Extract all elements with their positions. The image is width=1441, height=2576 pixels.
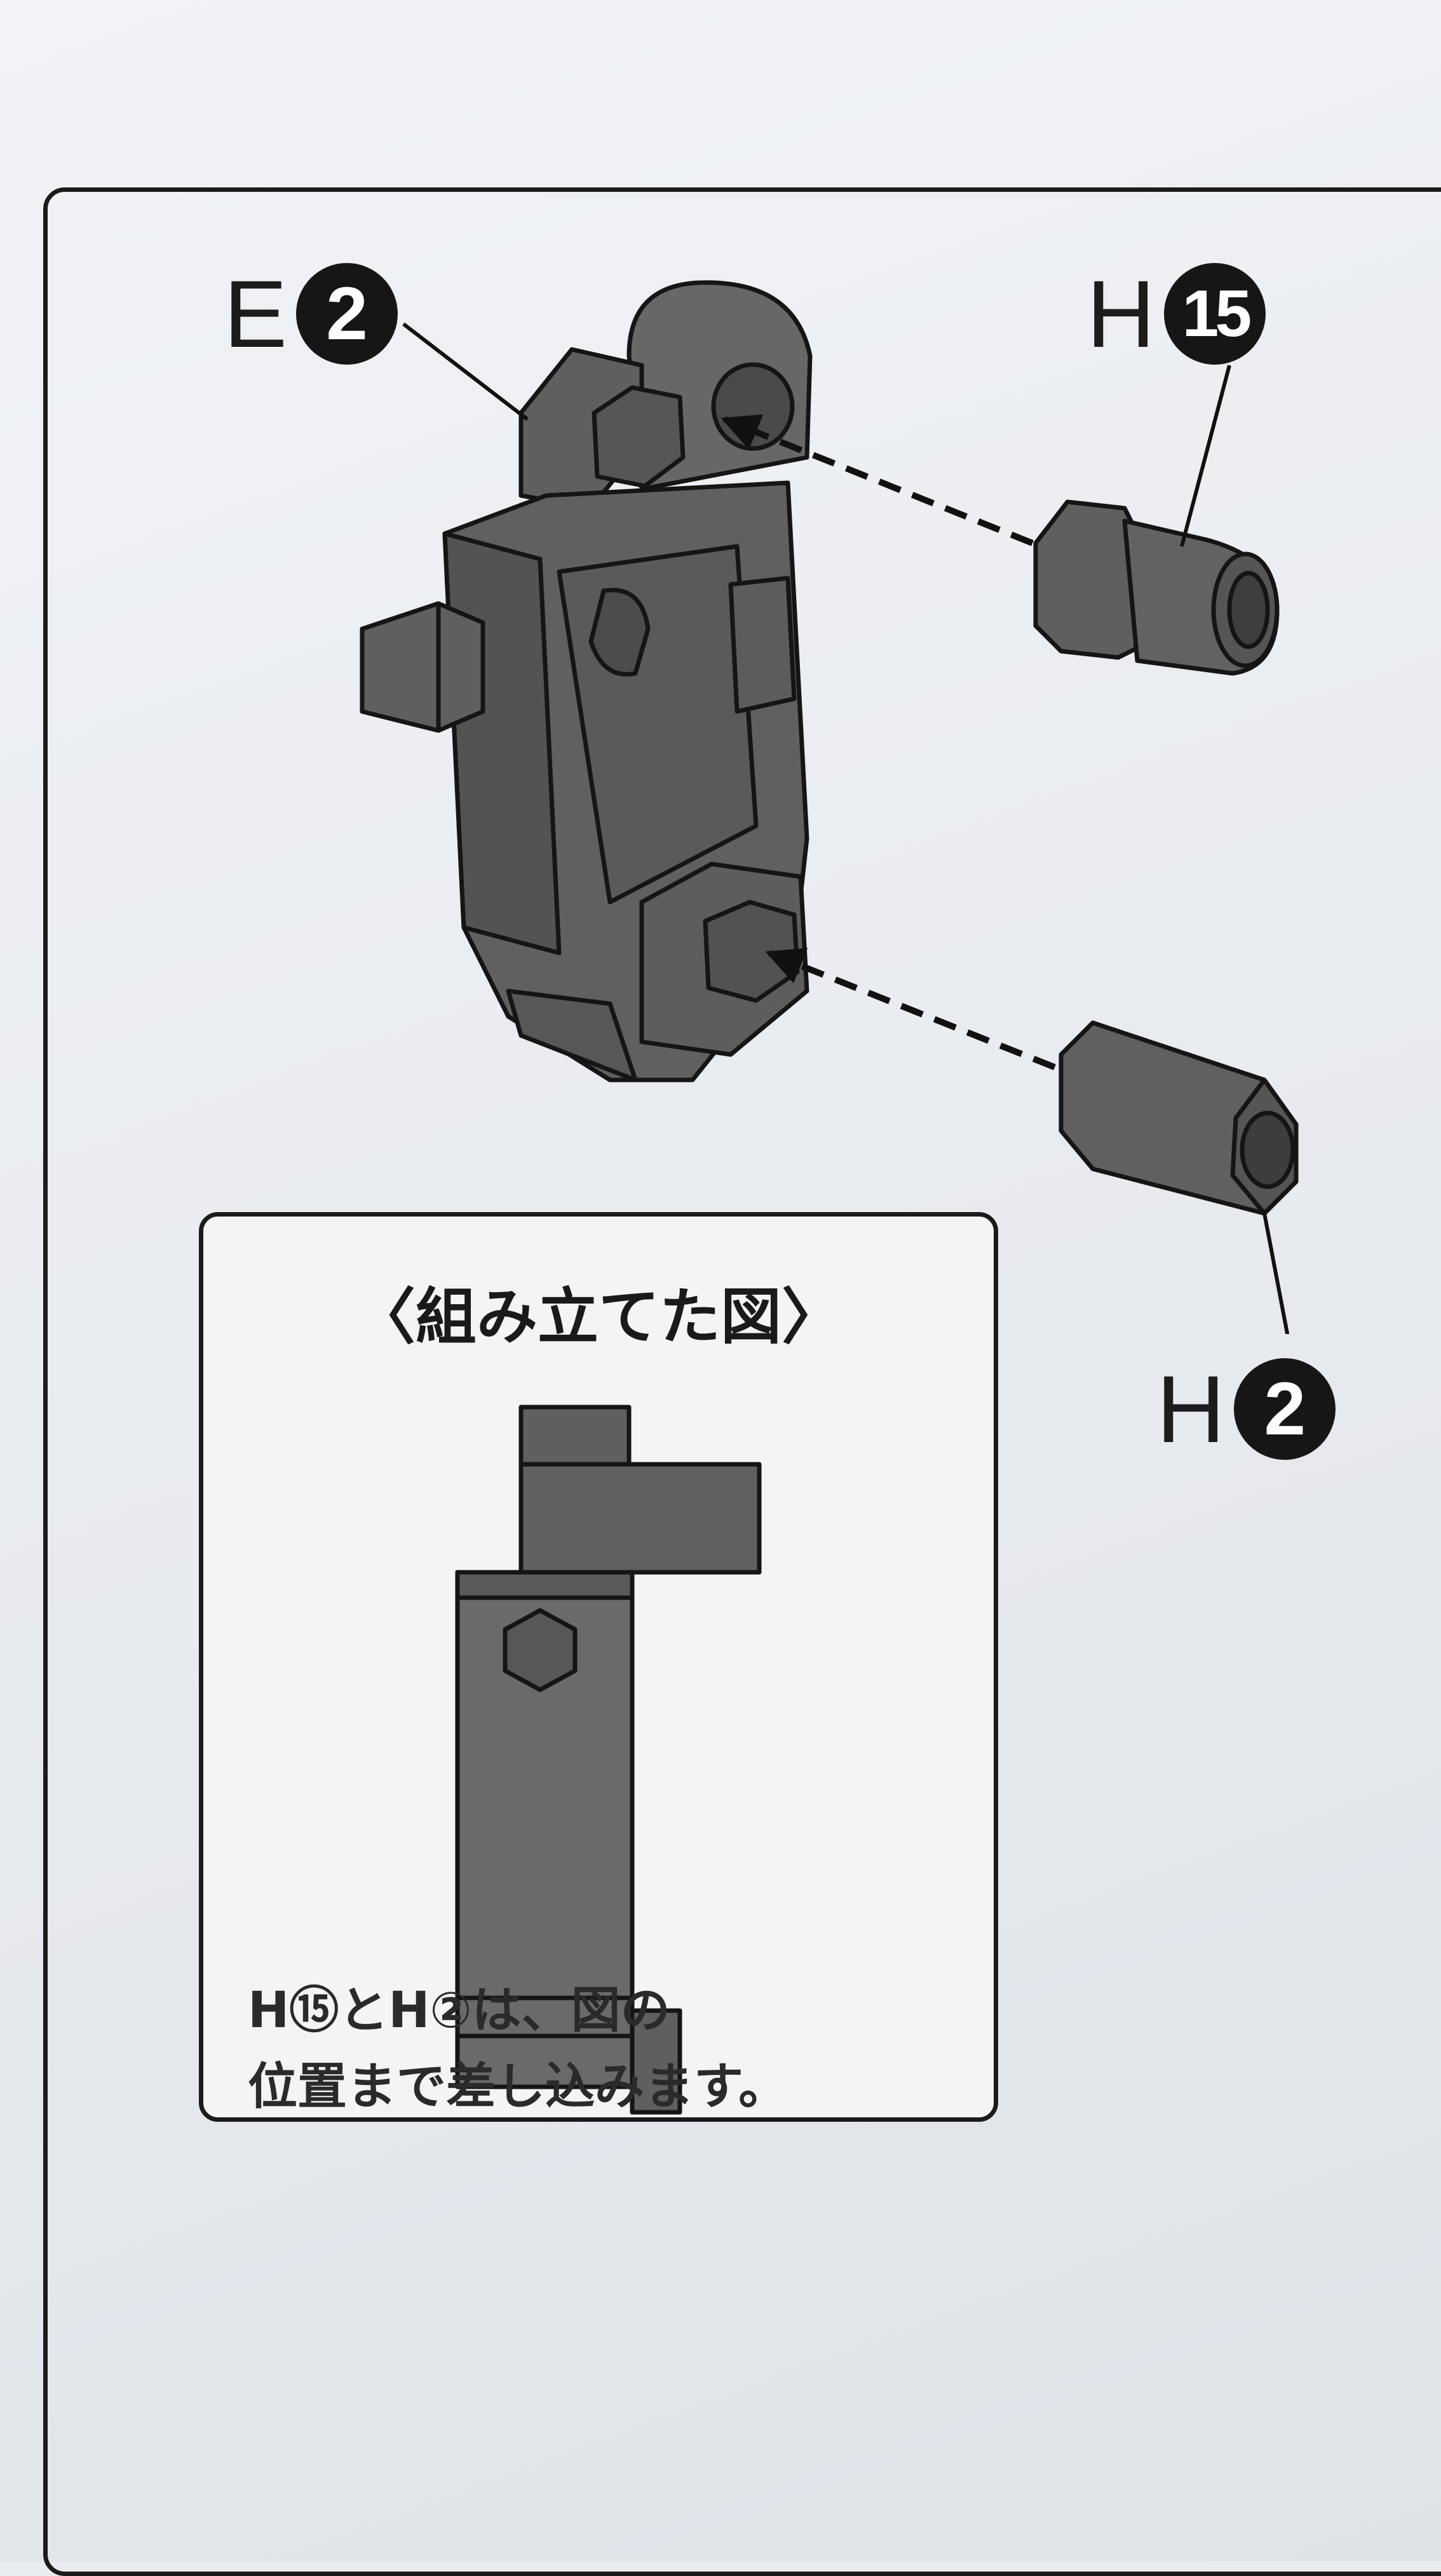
assembly-instruction-text: H⑮とH②は、図の 位置まで差し込みます。 bbox=[248, 1972, 978, 2125]
part-label-h15: H 15 bbox=[1086, 263, 1266, 365]
insert-arrow-h2 bbox=[765, 948, 1056, 1070]
insert-arrow-h15 bbox=[720, 414, 1034, 546]
part-h15 bbox=[1033, 499, 1280, 676]
assembled-view-panel: 〈組み立てた図〉 H⑮とH②は、図の 位置まで差し込みます。 bbox=[199, 1212, 998, 2122]
assembled-part-diagram bbox=[455, 1405, 762, 2115]
part-number-badge: 2 bbox=[296, 263, 398, 365]
caption-line: 位置まで差し込みます。 bbox=[248, 2058, 788, 2115]
part-h2 bbox=[1059, 1020, 1299, 1216]
caption-line: H⑮とH②は、図の bbox=[248, 1982, 670, 2039]
part-label-h2: H 2 bbox=[1156, 1358, 1336, 1460]
part-label-e2: E 2 bbox=[224, 263, 398, 365]
part-number-badge: 2 bbox=[1234, 1358, 1336, 1460]
exploded-assembly-diagram bbox=[360, 280, 1299, 1334]
assembled-view-title: 〈組み立てた図〉 bbox=[355, 1281, 842, 1352]
part-letter: E bbox=[224, 260, 288, 367]
leader-line-h15 bbox=[1180, 365, 1231, 547]
part-letter: H bbox=[1156, 1356, 1226, 1462]
part-e2-body bbox=[360, 280, 813, 1082]
leader-line-h2 bbox=[1262, 1213, 1290, 1334]
leader-line-e2 bbox=[402, 322, 529, 421]
part-number-badge: 15 bbox=[1164, 263, 1266, 365]
part-letter: H bbox=[1086, 260, 1156, 367]
